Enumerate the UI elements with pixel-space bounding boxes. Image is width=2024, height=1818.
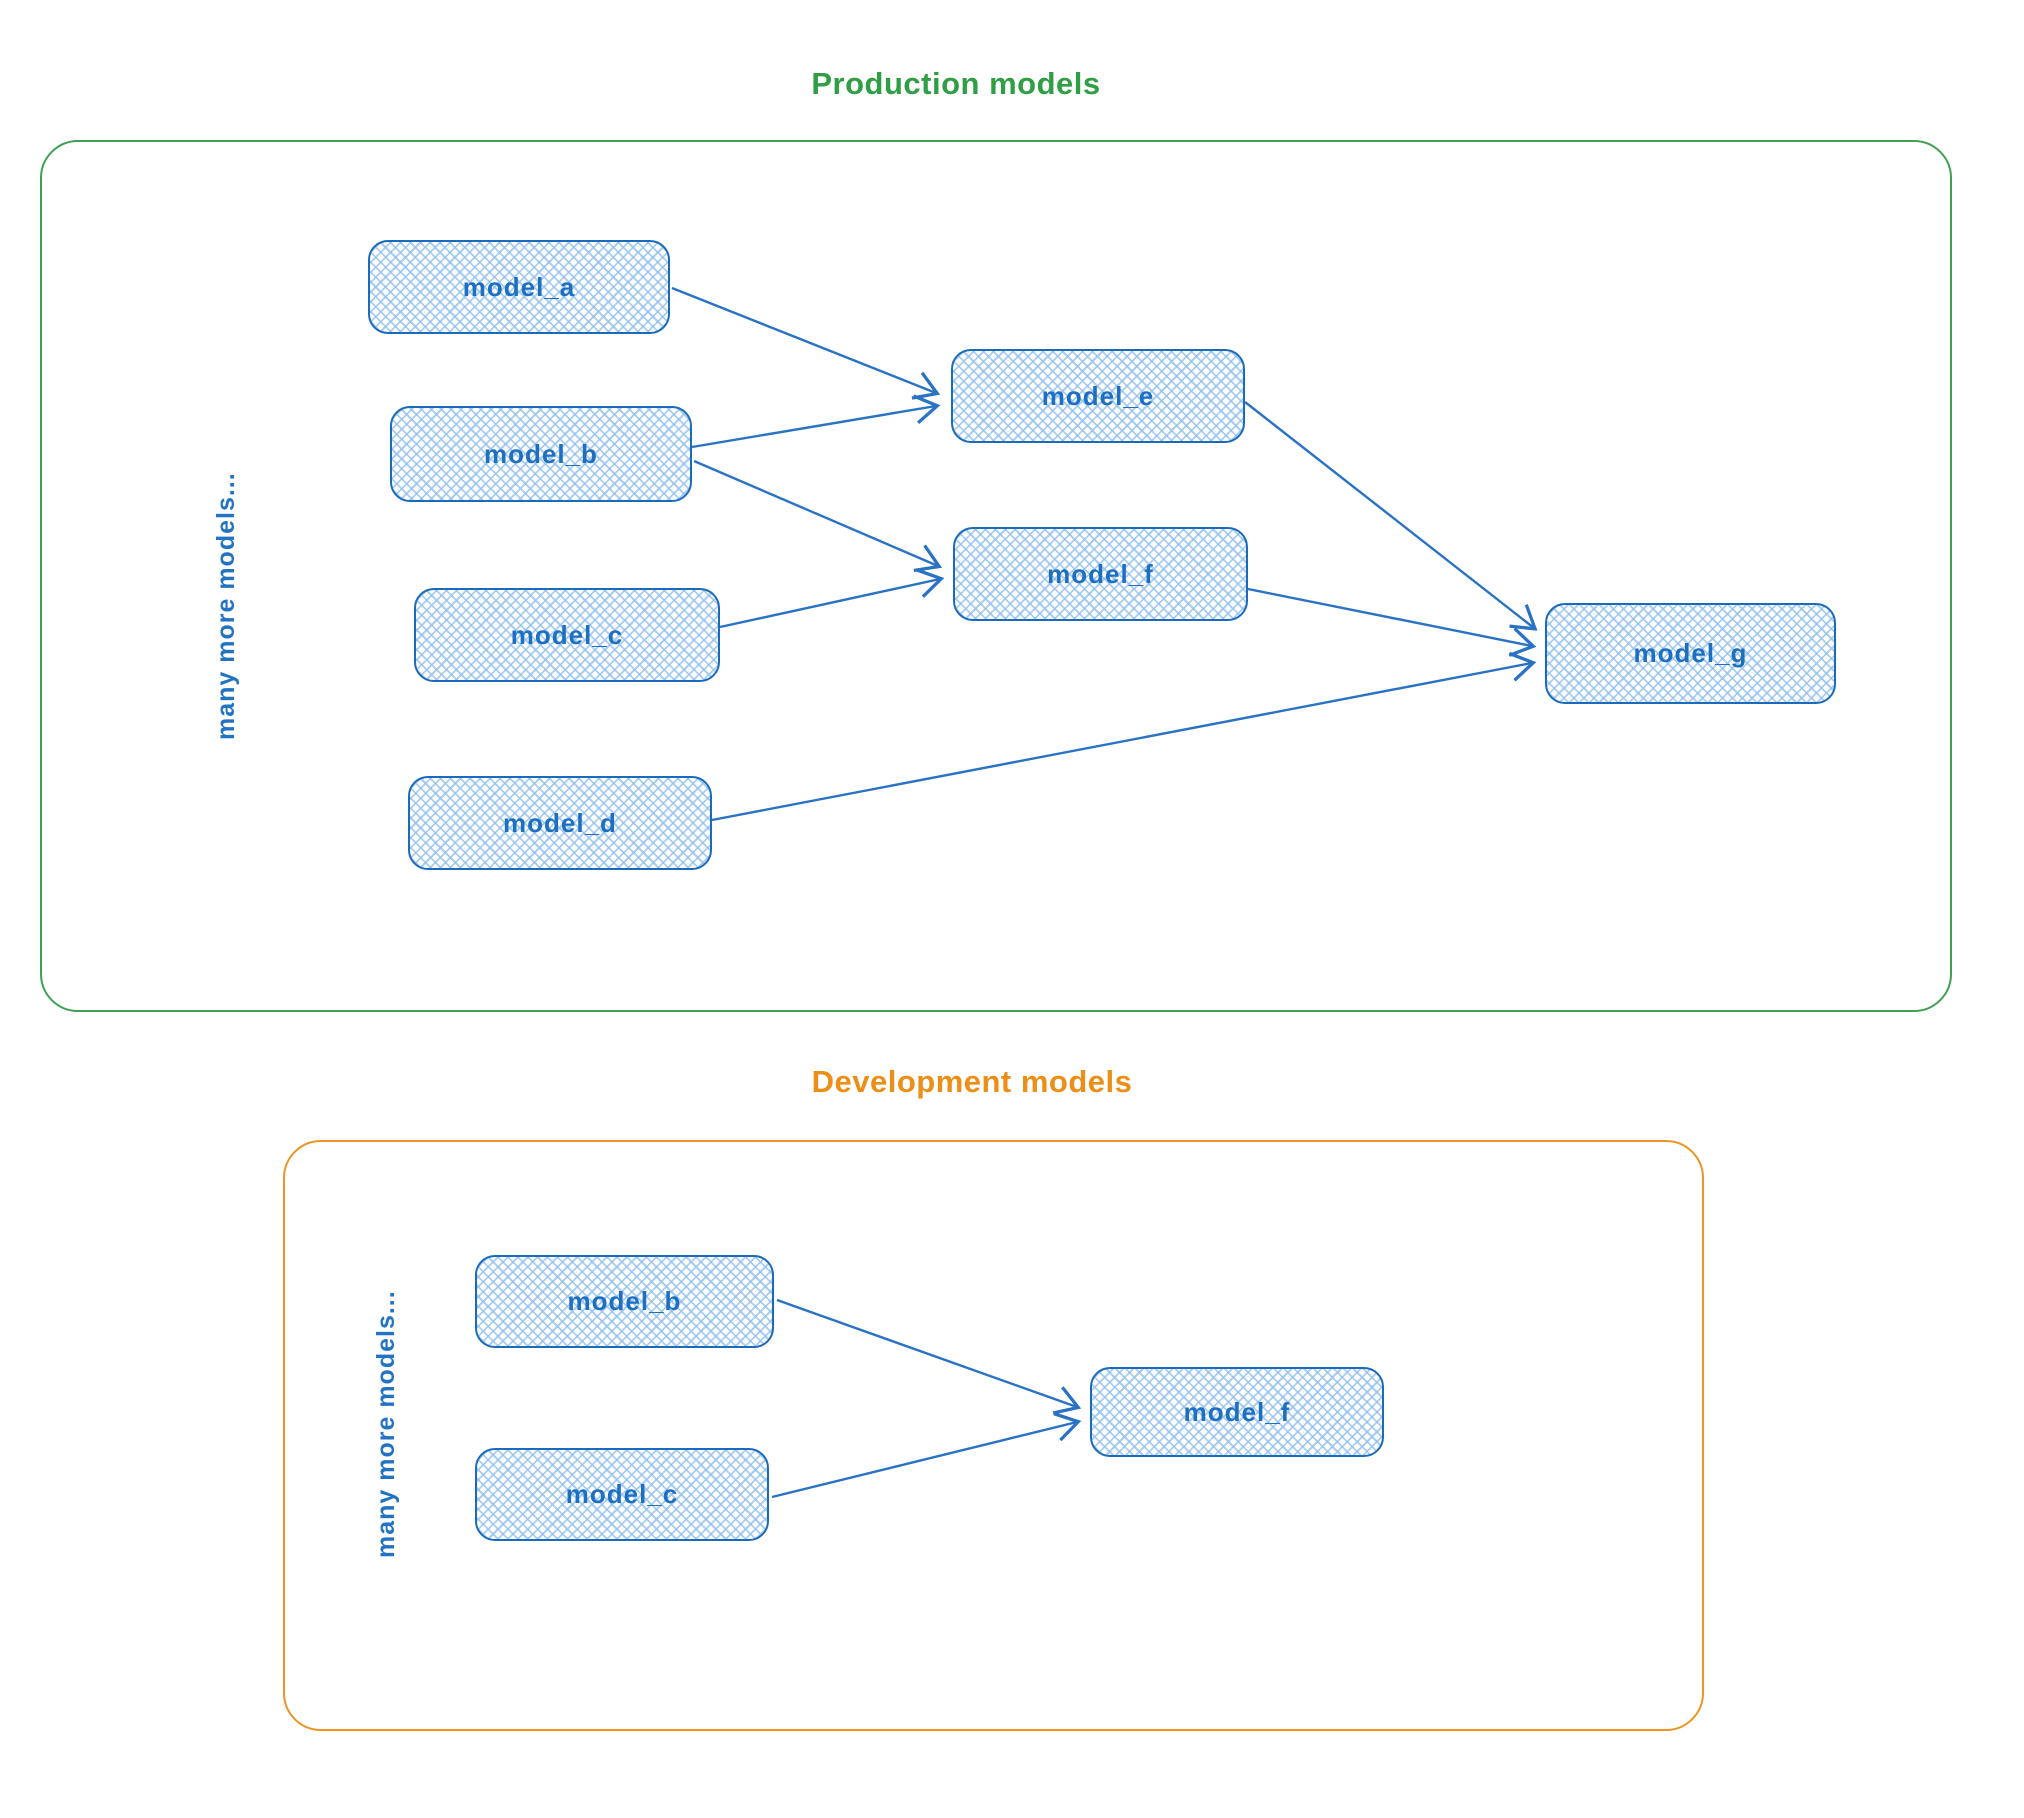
development-container — [283, 1140, 1704, 1731]
node-dev-model_f: model_f — [1090, 1367, 1384, 1457]
node-model_e-label: model_e — [1041, 380, 1155, 411]
node-dev-model_c: model_c — [475, 1448, 769, 1541]
node-model_f: model_f — [953, 527, 1248, 621]
node-dev-model_f-label: model_f — [1183, 1396, 1291, 1427]
production-side-label: many more models... — [212, 472, 240, 740]
node-model_g: model_g — [1545, 603, 1836, 704]
node-dev-model_b: model_b — [475, 1255, 774, 1348]
node-model_b: model_b — [390, 406, 692, 502]
development-side-label: many more models... — [372, 1290, 400, 1558]
production-container — [40, 140, 1952, 1012]
node-model_a-label: model_a — [462, 271, 576, 302]
node-model_g-label: model_g — [1633, 638, 1748, 668]
node-model_d: model_d — [408, 776, 712, 870]
node-model_e: model_e — [951, 349, 1245, 443]
node-model_f-label: model_f — [1047, 558, 1154, 589]
node-model_a: model_a — [368, 240, 670, 334]
node-model_c-label: model_c — [510, 619, 624, 650]
node-model_c: model_c — [414, 588, 720, 682]
node-model_b-label: model_b — [484, 438, 598, 469]
node-dev-model_c-label: model_c — [565, 1479, 679, 1509]
node-model_d-label: model_d — [503, 807, 617, 838]
development-title: Development models — [811, 1064, 1133, 1099]
production-title: Production models — [811, 66, 1101, 101]
node-dev-model_b-label: model_b — [567, 1286, 682, 1316]
